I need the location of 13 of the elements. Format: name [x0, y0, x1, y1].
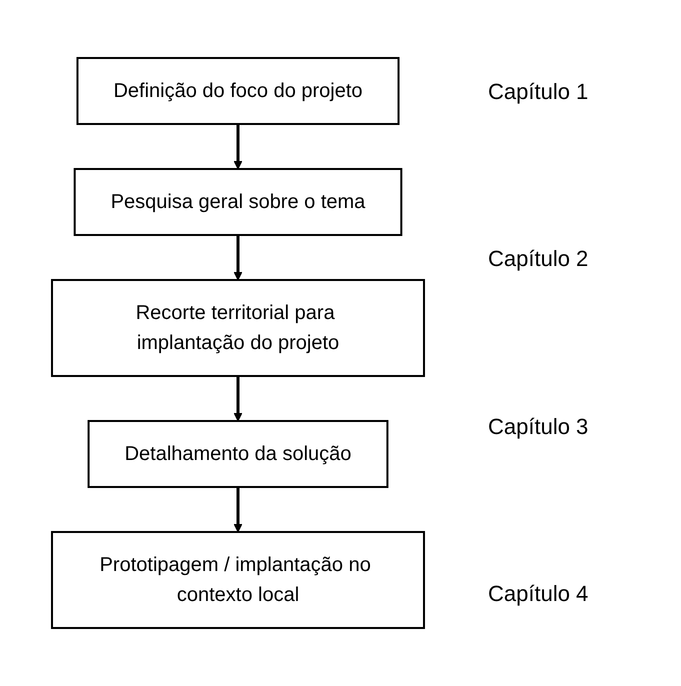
- arrow: [234, 124, 242, 170]
- node-box: Recorte territorial para implantação do projeto: [51, 279, 425, 377]
- node-box: Pesquisa geral sobre o tema: [74, 168, 402, 236]
- arrow: [234, 487, 242, 532]
- chapter-label: Capítulo 1: [488, 78, 590, 105]
- chapter-label: Capítulo 2: [488, 246, 590, 272]
- node-box: Definição do foco do projeto: [76, 57, 400, 125]
- node-box: Prototipagem / implantação no contexto local: [51, 531, 425, 629]
- arrow: [234, 376, 242, 422]
- chapter-label: Capítulo 3: [488, 414, 590, 440]
- node-box: Detalhamento da solução: [88, 420, 388, 488]
- arrow: [234, 235, 242, 280]
- chapter-label: Capítulo 4: [488, 581, 590, 608]
